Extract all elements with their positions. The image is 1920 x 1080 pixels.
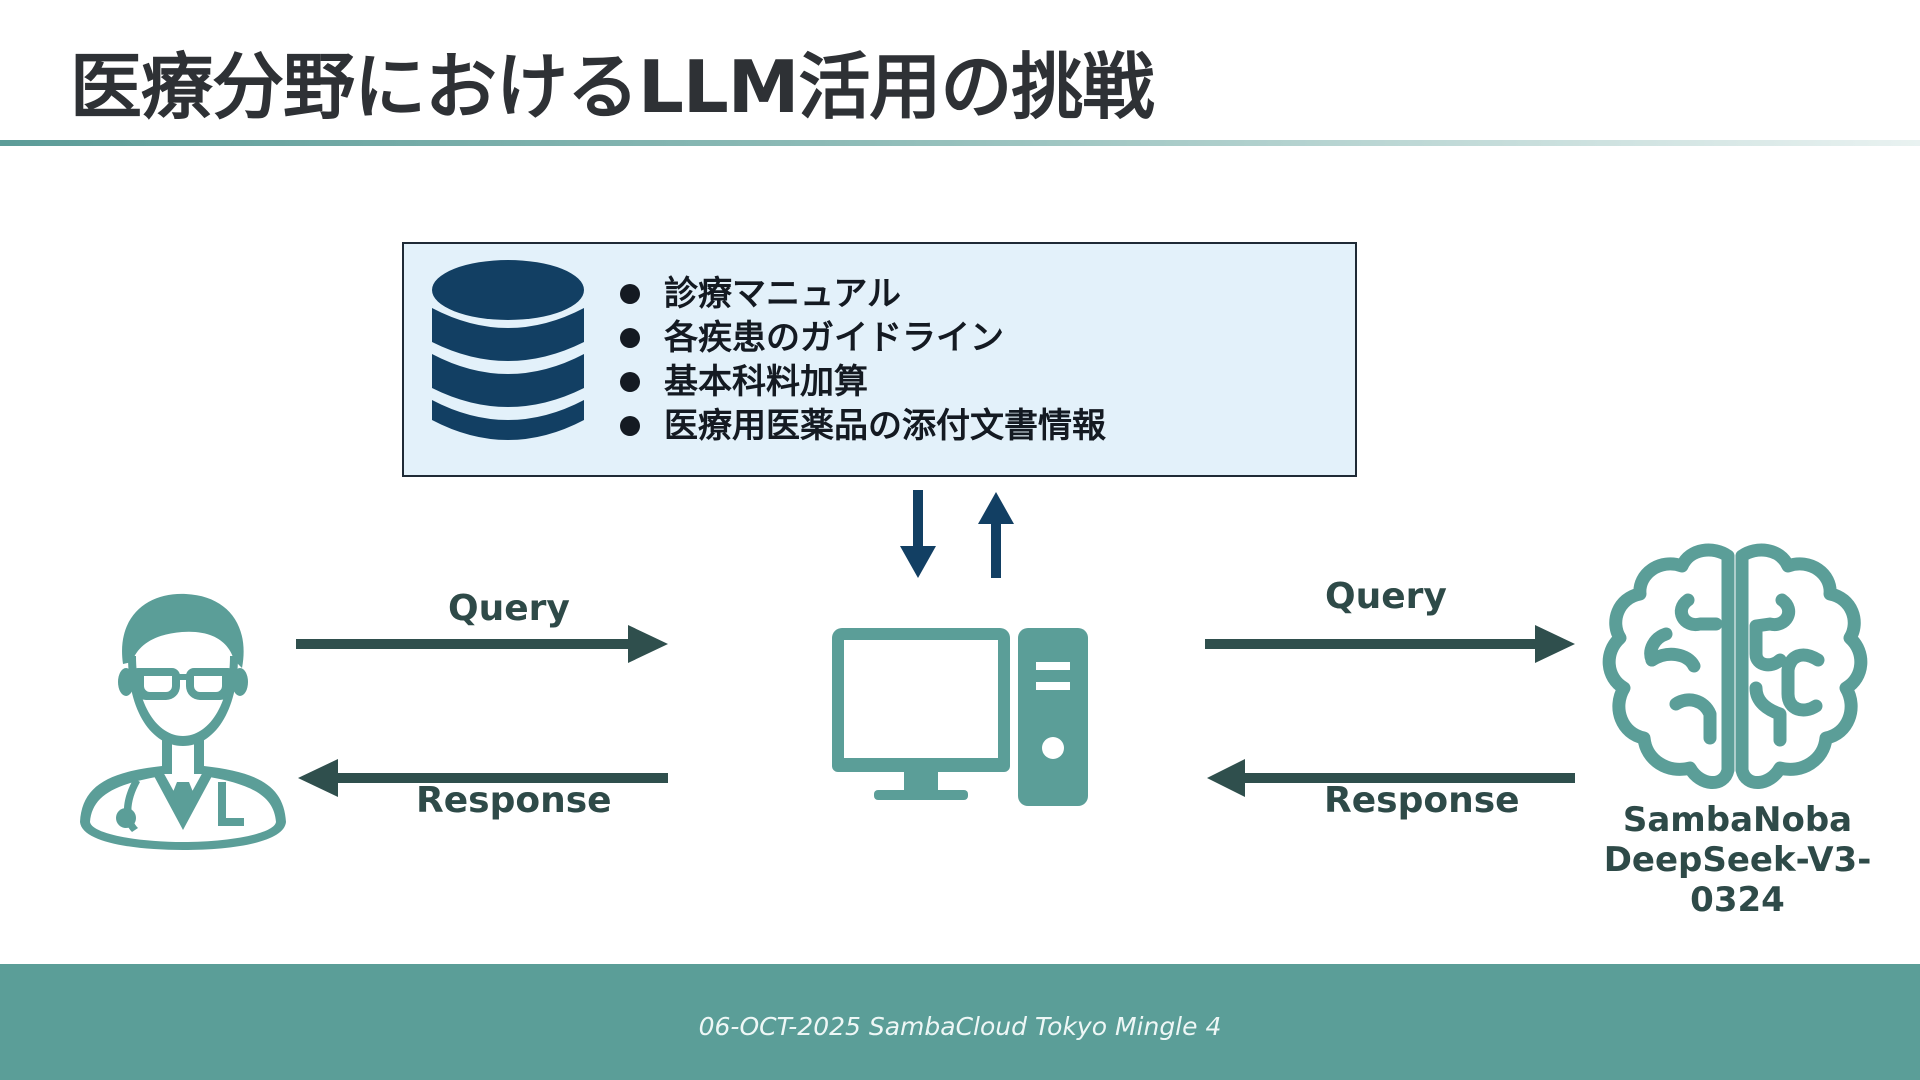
left-response-label: Response (416, 780, 612, 821)
bullet-icon (620, 416, 640, 436)
footer-bar (0, 964, 1920, 1080)
list-item: 各疾患のガイドライン (620, 316, 1106, 360)
list-item: 診療マニュアル (620, 272, 1106, 316)
computer-icon (832, 628, 1088, 806)
database-icon (432, 260, 584, 440)
retrieve-down-arrow (900, 490, 936, 578)
query-arrow-left (296, 625, 668, 663)
query-arrow-right (1205, 625, 1575, 663)
bullet-icon (620, 372, 640, 392)
footer-text: 06-OCT-2025 SambaCloud Tokyo Mingle 4 (698, 1012, 1222, 1041)
model-label: SambaNoba DeepSeek-V3-0324 (1565, 800, 1910, 920)
knowledge-base-list: 診療マニュアル 各疾患のガイドライン 基本科料加算 医療用医薬品の添付文書情報 (620, 272, 1106, 448)
model-name: DeepSeek-V3-0324 (1603, 840, 1872, 920)
list-item: 医療用医薬品の添付文書情報 (620, 404, 1106, 448)
retrieve-up-arrow (978, 492, 1014, 578)
list-item: 基本科料加算 (620, 360, 1106, 404)
brain-icon (1602, 543, 1868, 789)
bullet-icon (620, 284, 640, 304)
right-response-label: Response (1324, 780, 1520, 821)
bullet-icon (620, 328, 640, 348)
model-provider: SambaNoba (1622, 800, 1853, 840)
right-query-label: Query (1325, 576, 1447, 617)
left-query-label: Query (448, 588, 570, 629)
title-divider (0, 140, 1920, 146)
response-arrow-right (1207, 759, 1575, 797)
slide-title: 医療分野におけるLLM活用の挑戦 (70, 45, 1154, 129)
response-arrow-left (298, 759, 668, 797)
doctor-icon (80, 593, 286, 850)
